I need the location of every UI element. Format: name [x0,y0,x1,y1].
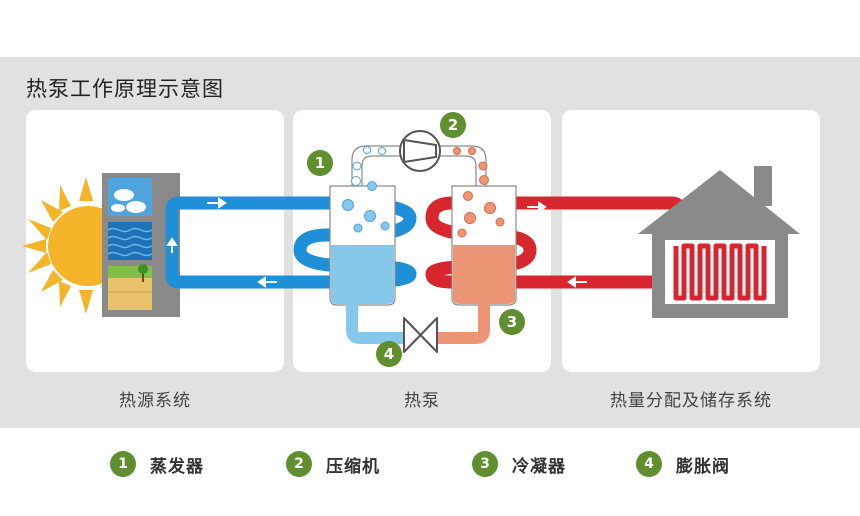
legend-label: 冷凝器 [512,456,566,477]
marker-evaporator: 1 [307,150,333,176]
legend-item-evaporator: 1 蒸发器 [110,450,204,478]
svg-text:3: 3 [507,313,517,331]
legend-label: 压缩机 [326,456,380,477]
legend-number: 2 [286,451,312,477]
label-heat-source: 热源系统 [119,391,191,411]
legend-label: 膨胀阀 [676,456,730,477]
marker-expansion-valve: 4 [376,341,402,367]
condenser-bubbles [453,147,505,238]
evaporator [329,185,408,344]
floor-heating-coil [673,243,767,301]
svg-text:4: 4 [384,345,394,363]
label-heat-distribution: 热量分配及储存系统 [610,391,772,411]
svg-text:1: 1 [315,154,325,172]
marker-compressor: 2 [440,112,466,138]
legend-label: 蒸发器 [150,456,204,477]
label-heat-pump: 热泵 [404,391,440,411]
legend-number: 1 [110,451,136,477]
legend-item-expansion-valve: 4 膨胀阀 [636,450,730,478]
legend-number: 3 [472,451,498,477]
legend-item-compressor: 2 压缩机 [286,450,380,478]
marker-condenser: 3 [499,309,525,335]
diagram-title: 热泵工作原理示意图 [26,77,224,101]
expansion-valve-icon [403,317,438,353]
refrigerant-circuit [351,145,487,186]
compressor-icon [399,130,441,172]
legend-item-condenser: 3 冷凝器 [472,450,566,478]
house-icon [638,166,800,318]
evaporator-bubbles [342,146,390,233]
svg-text:2: 2 [448,116,458,134]
legend-number: 4 [636,451,662,477]
